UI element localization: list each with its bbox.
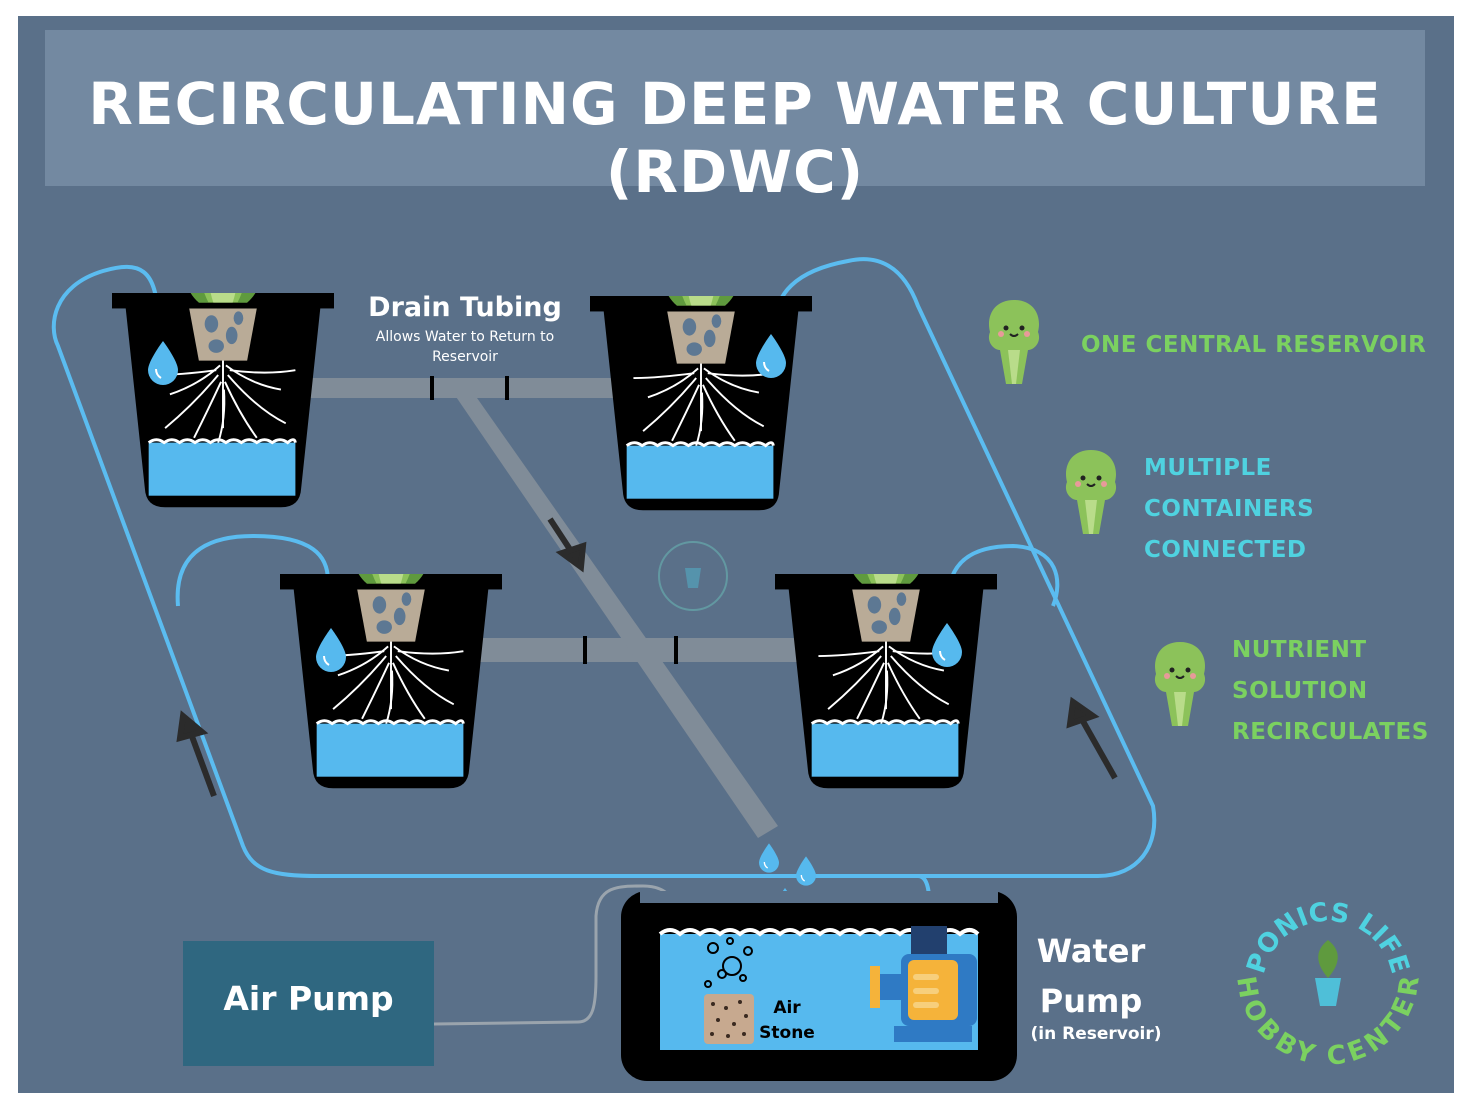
water-pump-label: Water Pump	[1036, 932, 1146, 1020]
air-pump: Air Pump	[183, 941, 434, 1066]
drain-tubing-description: Allows Water to Return to Reservoir	[375, 329, 555, 365]
feature-multiple-containers: MULTIPLE CONTAINERS CONNECTED	[1144, 455, 1315, 563]
rdwc-illustration: PONICS LIFE HOBBY CENTER	[51, 257, 1426, 1081]
drain-tubing-label: Drain Tubing	[368, 292, 562, 323]
water-drop-icon	[759, 843, 779, 873]
water-pump-note: (in Reservoir)	[1030, 1024, 1162, 1044]
air-stone-label: Air Stone	[759, 998, 815, 1043]
title-banner: RECIRCULATING DEEP WATER CULTURE (RDWC)	[45, 30, 1425, 206]
diagram-board: RECIRCULATING DEEP WATER CULTURE (RDWC)	[18, 16, 1454, 1093]
lettuce-icon	[1153, 641, 1207, 727]
bucket-top-left	[112, 293, 334, 509]
lettuce-icon	[1064, 449, 1118, 535]
bucket-bottom-right	[775, 574, 997, 790]
drain-tubing	[290, 376, 812, 838]
flow-arrows	[176, 517, 1118, 798]
watermark-logo	[658, 541, 728, 611]
water-pump	[870, 926, 977, 1042]
feature-nutrient-recirculates: NUTRIENT SOLUTION RECIRCULATES	[1232, 637, 1429, 745]
page-title: RECIRCULATING DEEP WATER CULTURE (RDWC)	[88, 70, 1382, 206]
lettuce-icon	[987, 299, 1041, 385]
brand-logo: PONICS LIFE HOBBY CENTER	[1230, 897, 1426, 1071]
air-stone	[704, 937, 754, 1044]
feature-central-reservoir: ONE CENTRAL RESERVOIR	[1081, 332, 1427, 358]
water-drop-icon	[796, 856, 816, 886]
air-pump-label: Air Pump	[223, 979, 394, 1018]
